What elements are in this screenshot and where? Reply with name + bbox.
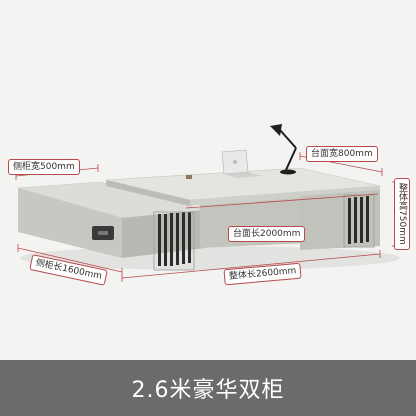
- laptop-icon: [221, 149, 262, 178]
- right-cabinet-slats: [348, 196, 369, 244]
- desktop-width-label: 台面宽800mm: [306, 146, 378, 162]
- product-title: 2.6米豪华双柜: [131, 378, 285, 403]
- desktop-length-label: 台面长2000mm: [228, 226, 306, 242]
- desk-top-front-edge: [190, 186, 380, 206]
- side-cabinet-slats: [158, 212, 191, 266]
- footer-banner: 2.6米豪华双柜: [0, 360, 416, 416]
- desk-top-edge: [106, 180, 190, 206]
- side-cabinet-front: [18, 188, 122, 258]
- drawer-lock-icon: [98, 231, 108, 235]
- slat-frame: [153, 211, 195, 271]
- product-scene: 侧柜宽500mm 台面宽800mm 整体高750mm 台面长2000mm 侧柜长…: [0, 0, 416, 360]
- side-cabinet-width-label: 侧柜宽500mm: [8, 159, 80, 175]
- total-height-label: 整体高750mm: [394, 178, 410, 250]
- desk-ornament: [186, 175, 192, 179]
- desk-lamp-icon: [270, 124, 297, 175]
- desk-illustration: [15, 124, 400, 282]
